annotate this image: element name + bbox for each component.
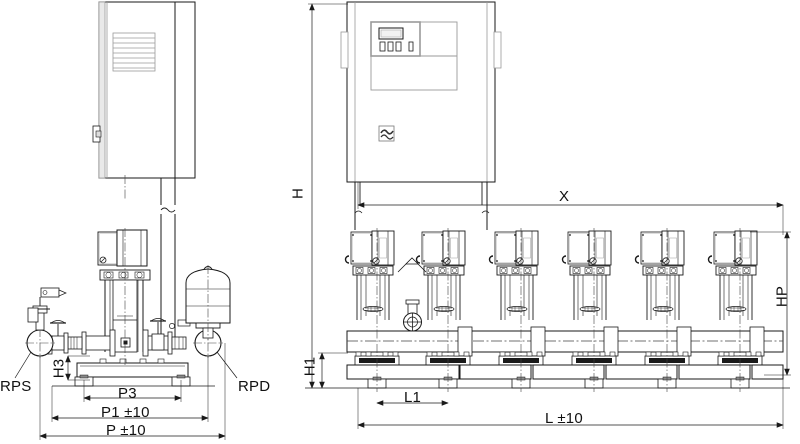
label-rps: RPS — [0, 378, 32, 395]
pump-3 — [488, 230, 539, 321]
label-h1: H1 — [301, 356, 319, 377]
pump-1 — [344, 230, 395, 321]
pressure-gauge — [397, 257, 427, 342]
label-x: X — [559, 188, 570, 205]
dim-h — [308, 3, 348, 389]
manufacturer-logo — [378, 125, 395, 142]
base-frame-side — [52, 358, 215, 387]
dim-h1 — [318, 352, 348, 389]
base-frame-front — [346, 364, 784, 380]
suction-piping-side — [25, 287, 116, 358]
label-l1: L1 — [404, 389, 422, 406]
hmi-panel — [370, 21, 458, 91]
label-p1: P1 ±10 — [101, 404, 150, 421]
leader-rps — [14, 351, 32, 379]
pump-6 — [707, 230, 758, 321]
control-cabinet-side — [92, 1, 196, 179]
pump-5 — [634, 230, 685, 321]
dim-h3 — [65, 355, 90, 381]
label-l: L ±10 — [545, 410, 583, 427]
dim-l — [357, 379, 784, 429]
cabinet-door-handle — [92, 125, 102, 143]
front-elevation-view — [305, 1, 791, 429]
control-cabinet-front — [340, 1, 502, 230]
diaphragm-pressure-tank — [185, 265, 231, 340]
pump-4 — [561, 230, 612, 321]
leader-rpd — [216, 351, 238, 379]
dim-p1 — [51, 356, 209, 422]
label-p3: P3 — [118, 385, 137, 402]
dim-hp — [750, 231, 791, 376]
label-hp: HP — [773, 285, 791, 308]
cabinet-louver-grille — [112, 32, 156, 72]
label-p: P ±10 — [106, 422, 146, 439]
pump-side-elevation — [97, 229, 151, 353]
discharge-piping-side — [142, 318, 223, 358]
label-h3: H3 — [50, 358, 68, 379]
dim-p3 — [83, 380, 182, 402]
pump-2 — [415, 230, 466, 321]
cabinet-riser-support — [160, 178, 176, 340]
discharge-manifold — [346, 326, 784, 357]
side-elevation-view — [14, 1, 238, 440]
dim-p — [39, 343, 226, 440]
label-rpd: RPD — [238, 378, 271, 395]
dim-x — [357, 182, 784, 235]
label-h: H — [289, 187, 307, 200]
